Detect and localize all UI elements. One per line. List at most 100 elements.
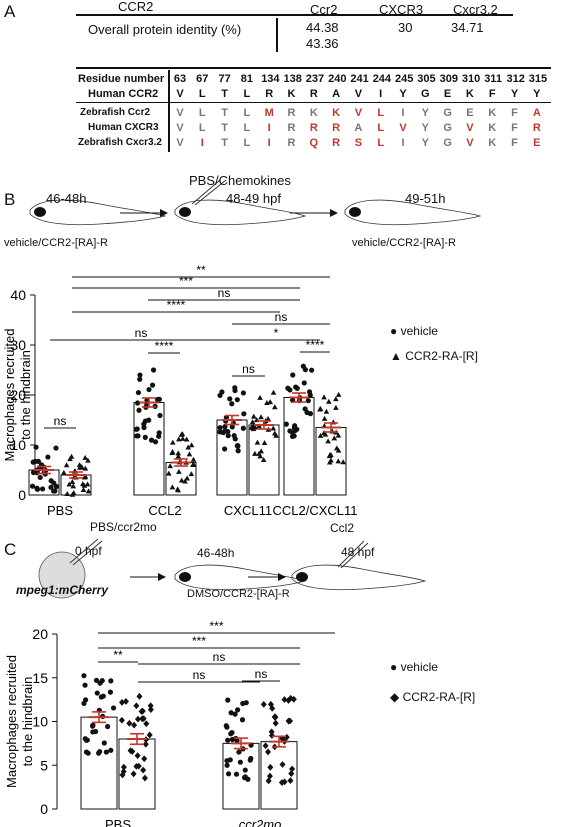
data-point — [169, 484, 176, 490]
data-point — [266, 772, 273, 780]
data-point — [134, 752, 141, 759]
residue-aa: V — [466, 137, 474, 149]
data-point — [70, 483, 77, 489]
data-point — [270, 389, 277, 395]
residue-human-ccr2: R — [265, 88, 274, 100]
data-point — [229, 401, 235, 407]
data-point — [264, 399, 270, 405]
significance-label: ns — [242, 362, 255, 376]
data-point — [142, 740, 149, 748]
data-point — [133, 702, 140, 710]
data-point — [188, 442, 195, 448]
data-point — [281, 696, 288, 703]
significance-label: **** — [155, 339, 174, 353]
c-legend-inhibitor-label: CCR2-RA-[R] — [402, 690, 476, 704]
data-point — [248, 424, 255, 430]
significance-label: ** — [196, 263, 206, 277]
data-point — [232, 385, 238, 391]
residue-number: 312 — [506, 73, 525, 85]
data-point — [107, 689, 114, 695]
y-axis-label: Macrophages recruited — [4, 655, 19, 788]
data-point — [190, 456, 197, 462]
significance-label: ** — [113, 648, 123, 662]
residue-aa: R — [309, 122, 318, 134]
data-point — [85, 457, 91, 463]
residue-label-human-ccr2: Human CCR2 — [88, 88, 159, 100]
data-point — [234, 443, 240, 449]
data-point — [234, 737, 240, 744]
data-point — [333, 396, 339, 402]
data-point — [283, 733, 290, 741]
data-point — [92, 728, 99, 735]
b-injection-label: PBS/Chemokines — [189, 173, 291, 188]
data-point — [178, 431, 185, 437]
data-point — [326, 398, 332, 404]
y-tick-label: 20 — [10, 387, 26, 403]
data-point — [182, 478, 188, 484]
data-point — [135, 389, 142, 396]
data-point — [228, 710, 234, 716]
residue-aa: V — [176, 107, 184, 119]
data-point — [278, 779, 285, 786]
significance-label: ns — [275, 310, 288, 324]
residue-aa: E — [466, 107, 474, 119]
residue-number: 77 — [218, 73, 231, 85]
b-legend-inhibitor: ▲ CCR2-RA-[R] — [390, 349, 478, 363]
b-legend-vehicle-label: vehicle — [400, 324, 438, 338]
data-point — [169, 448, 176, 454]
data-point — [287, 387, 293, 393]
y-tick-label: 30 — [10, 337, 26, 353]
data-point — [127, 747, 134, 755]
data-point — [83, 749, 90, 755]
egg-icon — [38, 551, 86, 599]
data-point — [133, 426, 139, 432]
data-point — [175, 487, 181, 493]
data-point — [89, 723, 96, 729]
c-treat2: DMSO/CCR2-[RA]-R — [187, 588, 290, 600]
residue-number: 81 — [240, 73, 254, 85]
residue-human-ccr2: Y — [399, 88, 407, 100]
residue-aa: R — [287, 137, 296, 149]
data-point — [242, 774, 248, 780]
data-point — [294, 426, 300, 432]
residue-human-ccr2: V — [176, 88, 184, 100]
residue-aa: R — [332, 122, 341, 134]
residue-number: 134 — [261, 73, 280, 85]
residue-aa: L — [198, 122, 206, 134]
category-label: CCL2/CXCL11 — [272, 503, 357, 518]
data-point — [239, 717, 246, 723]
data-point — [250, 413, 257, 419]
data-point — [273, 432, 279, 438]
residue-aa: S — [354, 137, 363, 149]
data-point — [134, 715, 141, 723]
data-point — [257, 394, 263, 400]
data-point — [242, 767, 248, 773]
data-point — [265, 748, 272, 756]
residue-number: 245 — [395, 73, 414, 85]
data-point — [285, 697, 292, 704]
residue-aa: L — [377, 122, 385, 134]
residue-number: 63 — [173, 73, 187, 85]
data-point — [137, 376, 143, 382]
data-point — [118, 699, 125, 706]
residue-top-rule — [76, 67, 551, 69]
data-point — [152, 439, 159, 445]
data-point — [100, 693, 106, 699]
residue-human-ccr2: E — [443, 88, 452, 100]
data-point — [265, 415, 271, 421]
data-point — [225, 737, 231, 743]
data-point — [29, 483, 36, 489]
legend-circle-icon: ● — [390, 324, 398, 338]
c-injection2-label: Ccl2 — [330, 521, 355, 535]
data-point — [190, 461, 197, 467]
residue-human-ccr2: L — [243, 88, 251, 100]
data-point — [252, 450, 258, 456]
residue-number: 67 — [196, 73, 209, 85]
category-label: CXCL11 — [224, 503, 272, 518]
data-point — [179, 435, 186, 441]
identity-header-ccr2: Ccr2 — [310, 2, 338, 17]
residue-aa: V — [176, 137, 184, 149]
residue-aa: T — [221, 107, 228, 119]
data-point — [134, 400, 141, 406]
data-point — [84, 737, 90, 743]
